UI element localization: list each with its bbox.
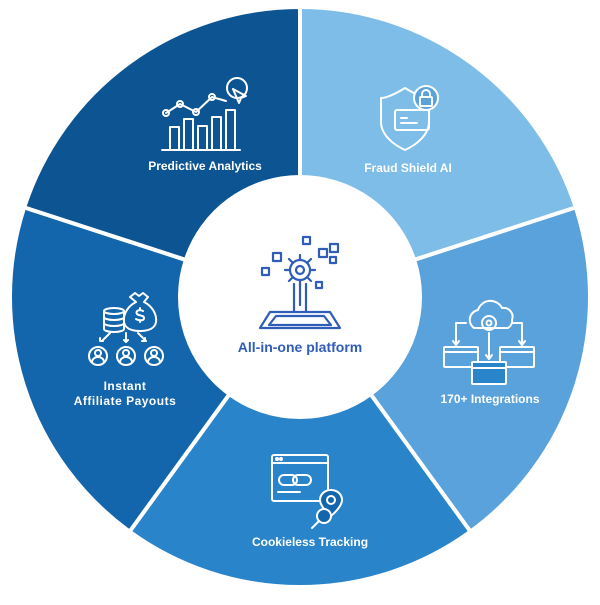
segment-predictive-analytics <box>298 4 579 263</box>
cloud-integrations-icon <box>443 299 535 385</box>
money-bag-users-icon <box>88 292 164 366</box>
segment-integrations <box>126 391 474 589</box>
shield-lock-icon <box>380 85 439 151</box>
analytics-chart-icon <box>161 77 248 151</box>
segment-label-fraud-shield-ai: Fraud Shield AI <box>364 161 452 175</box>
center-label: All-in-one platform <box>238 339 362 355</box>
segment-label-predictive-analytics: Predictive Analytics <box>148 159 262 173</box>
segment-label-affiliate-payouts-line1: Instant <box>104 379 147 393</box>
segment-label-integrations: 170+ Integrations <box>440 392 539 406</box>
segment-label-affiliate-payouts-line2: Affiliate Payouts <box>74 394 177 408</box>
segment-cookieless-tracking <box>8 204 233 535</box>
link-tracking-icon <box>271 454 343 529</box>
segment-label-cookieless-tracking: Cookieless Tracking <box>252 535 368 549</box>
segment-affiliate-payouts <box>21 4 302 263</box>
platform-gears-icon <box>258 235 342 330</box>
